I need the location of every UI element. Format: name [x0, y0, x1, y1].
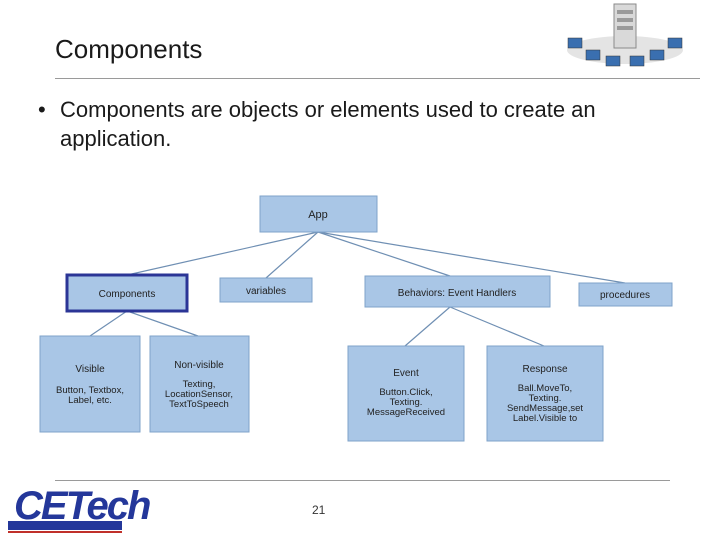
nonvisible-body-line: Texting, [183, 379, 216, 390]
event-body-line: Texting. [390, 397, 423, 408]
logo-underline [8, 531, 122, 533]
response-body-line: SendMessage,set [507, 403, 583, 414]
bullet-item: • Components are objects or elements use… [38, 95, 678, 153]
components-node: Components [65, 273, 189, 313]
variables-label: variables [246, 286, 286, 297]
variables-node: variables [219, 277, 313, 303]
event-title: Event [393, 368, 419, 379]
slide-title: Components [55, 34, 203, 64]
response-body-line: Texting. [529, 393, 562, 404]
procedures-node: procedures [578, 282, 673, 307]
footer-divider [55, 480, 670, 481]
behaviors-node: Behaviors: Event Handlers [364, 275, 551, 308]
logo-wordmark: CETech [14, 484, 151, 528]
response-body-line: Label.Visible to [513, 413, 577, 424]
logo-strip [8, 521, 122, 530]
behaviors-label: Behaviors: Event Handlers [398, 288, 516, 299]
bullet-text: Components are objects or elements used … [60, 97, 596, 151]
visible-body-line: Label, etc. [68, 395, 112, 406]
response-body-line: Ball.MoveTo, [518, 383, 572, 394]
bullet-marker: • [38, 97, 46, 122]
event-body-line: Button.Click, [379, 387, 432, 398]
page-number: 21 [312, 503, 326, 517]
visible-title: Visible [75, 364, 105, 375]
title-divider [55, 78, 700, 79]
connector-lines [89, 231, 626, 347]
nonvisible-body-line: LocationSensor, [165, 389, 233, 400]
event-node: Event Button.Click, Texting. MessageRece… [347, 345, 465, 442]
visible-body-line: Button, Textbox, [56, 385, 124, 396]
response-node: Response Ball.MoveTo, Texting. SendMessa… [486, 345, 604, 442]
response-title: Response [522, 364, 567, 375]
components-label: Components [99, 289, 156, 300]
cetech-logo: CETech [6, 484, 151, 534]
visible-node: Visible Button, Textbox, Label, etc. [39, 335, 141, 433]
app-node: App [259, 195, 378, 233]
procedures-label: procedures [600, 290, 650, 301]
nonvisible-node: Non-visible Texting, LocationSensor, Tex… [149, 335, 250, 433]
nonvisible-body-line: TextToSpeech [169, 399, 229, 410]
app-label: App [308, 209, 328, 221]
event-body-line: MessageReceived [367, 407, 445, 418]
nonvisible-title: Non-visible [174, 360, 224, 371]
network-computers-icon [567, 3, 683, 67]
